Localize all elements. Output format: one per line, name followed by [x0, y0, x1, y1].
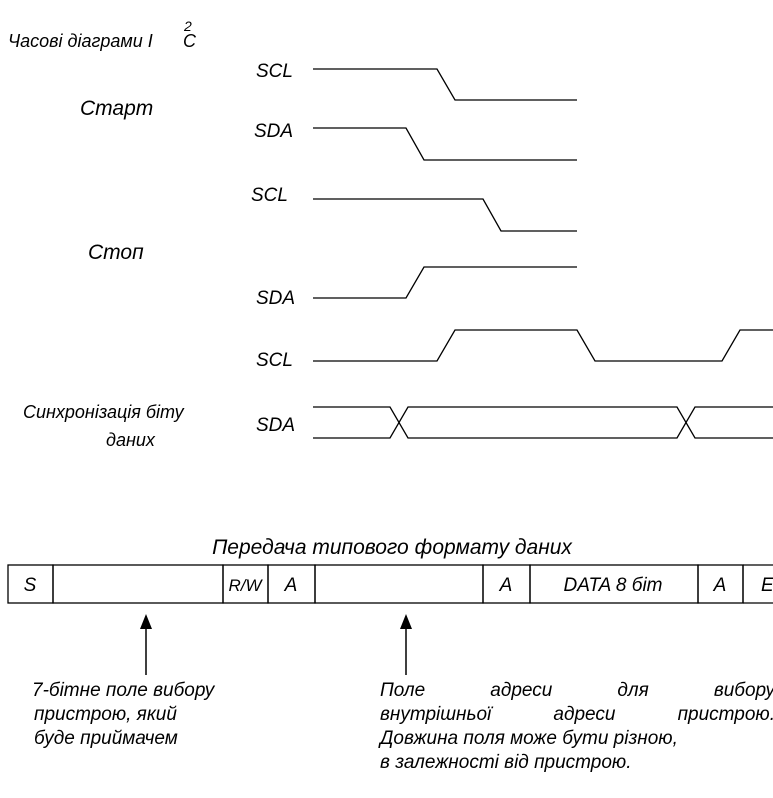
start-label: Старт: [80, 97, 153, 120]
frame-field-s-text: S: [24, 575, 37, 596]
device-field-arrow: [140, 614, 152, 675]
start-scl-label: SCL: [256, 61, 293, 82]
stop-scl-waveform: [313, 198, 577, 232]
address-field-note-line: внутрішньої адреси пристрою.: [380, 704, 773, 725]
sync-label-line2: даних: [106, 430, 156, 450]
stop-label: Стоп: [88, 241, 144, 264]
device-field-note-line: 7-бітне поле вибору: [32, 680, 215, 701]
device-field-note-line: пристрою, який: [34, 704, 177, 725]
stop-sda-label: SDA: [256, 288, 295, 309]
start-scl-waveform: [313, 68, 577, 101]
start-sda-waveform: [313, 127, 577, 161]
sync-sda-waveform-upper: [313, 406, 773, 439]
address-field-note-line: в залежності від пристрою.: [380, 752, 632, 773]
diagram-title-superscript: 2: [183, 18, 192, 34]
sync-label-line1: Синхронізація біту: [23, 402, 185, 422]
frame-field-ack-2-text: A: [499, 575, 513, 596]
frame-title: Передача типового формату даних: [212, 536, 573, 559]
address-field-note-line: Поле адреси для вибору: [380, 680, 773, 701]
frame-row: [7, 564, 773, 604]
frame-field-device-address: [52, 564, 224, 604]
frame-field-data-text: DATA 8 біт: [563, 575, 662, 596]
frame-field-internal-address: [314, 564, 484, 604]
device-field-note-line: буде приймачем: [34, 728, 178, 749]
sync-scl-waveform: [313, 329, 773, 362]
address-field-arrow: [400, 614, 412, 675]
diagram-title-suffix: C: [183, 31, 197, 51]
sync-scl-label: SCL: [256, 350, 293, 371]
frame-field-ack-3-text: A: [713, 575, 727, 596]
frame-field-end-text: E: [761, 575, 773, 596]
sync-sda-waveform-lower: [313, 406, 773, 439]
address-field-note-line: Довжина поля може бути різною,: [380, 728, 678, 749]
diagram-title: Часові діаграми I: [8, 31, 153, 51]
sync-sda-label: SDA: [256, 415, 295, 436]
start-sda-label: SDA: [254, 121, 293, 142]
stop-sda-waveform: [313, 266, 577, 299]
frame-field-rw-text: R/W: [228, 576, 263, 595]
address-field-note: Поле адреси для вибору внутрішньої адрес…: [380, 679, 773, 775]
frame-field-ack-1-text: A: [284, 575, 298, 596]
stop-scl-label: SCL: [251, 185, 288, 206]
frame-field-end: [742, 564, 773, 604]
device-field-note: 7-бітне поле вибору пристрою, який буде …: [32, 679, 214, 751]
